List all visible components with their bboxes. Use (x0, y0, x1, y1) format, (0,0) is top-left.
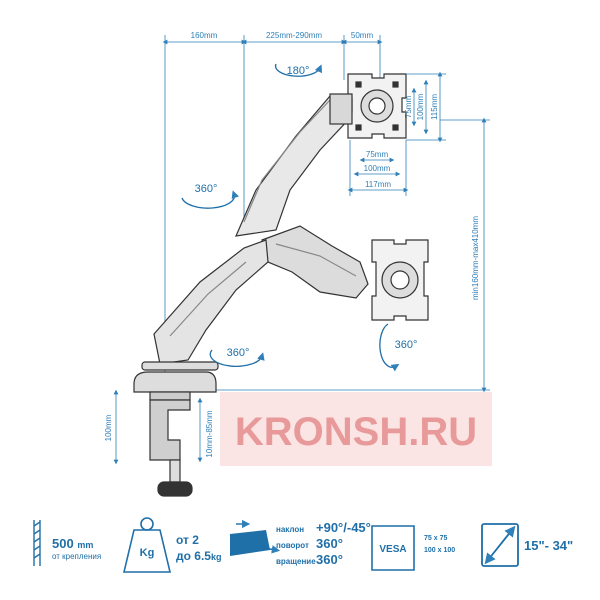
monitor-tilt-icon (230, 519, 281, 556)
plate-dimensions (347, 71, 446, 196)
dim-height-range: min160mm-max410mm (471, 216, 480, 300)
weight-from: от 2 (176, 533, 199, 547)
swivel-value: 360° (316, 536, 343, 551)
arm-base-section (153, 239, 269, 365)
rotation-label-top: 180° (287, 65, 310, 77)
arm-lower (261, 225, 369, 299)
watermark-band (220, 392, 492, 466)
watermark-text: KRONSH.RU (235, 410, 477, 454)
mount-distance-value: 500 mm (52, 536, 93, 551)
arm-upper (235, 93, 353, 237)
dim-160: 160mm (191, 31, 218, 40)
clamp-dimensions (113, 389, 203, 465)
rotation-arrow-top (274, 63, 322, 77)
rotation-label-base: 360° (227, 347, 250, 359)
swivel-label: поворот (276, 541, 309, 550)
base-clamp (133, 361, 219, 497)
dim-plate-100: 100mm (364, 164, 391, 173)
vesa-icon-text: VESA (379, 544, 406, 555)
weight-to-unit: kg (210, 552, 222, 562)
dim-clamp-100: 100mm (104, 414, 113, 441)
dim-side-115: 115mm (430, 94, 439, 120)
screen-size-icon (481, 523, 519, 567)
rotation-arrow-left (181, 190, 239, 209)
dim-plate-117: 117mm (365, 180, 391, 189)
vesa-icon (371, 525, 415, 571)
rotation-arrow-plate (379, 323, 400, 372)
height-dimension (200, 117, 490, 393)
mount-distance-number: 500 (52, 536, 74, 551)
spec-bar: 500 mm от крепления от 2 до 6.5kg наклон… (0, 505, 600, 600)
vesa-plate-upper (347, 73, 407, 139)
mount-distance-unit: mm (77, 540, 94, 550)
dim-side-75: 75mm (404, 96, 413, 119)
dim-50: 50mm (351, 31, 374, 40)
dim-side-100: 100mm (416, 93, 425, 120)
weight-to-value: до 6.5 (176, 549, 211, 563)
rotate-label: вращение (276, 557, 316, 566)
weight-to: до 6.5kg (176, 549, 221, 563)
mount-distance-caption: от крепления (52, 552, 102, 561)
dim-clamp-thickness: 10mm-85mm (205, 410, 214, 457)
rotation-label-plate: 360° (395, 339, 418, 351)
weight-icon (122, 517, 172, 573)
rotate-value: 360° (316, 552, 343, 567)
dim-225-290: 225mm-290mm (266, 31, 322, 40)
vesa-plate-lower (371, 239, 429, 321)
dim-plate-75: 75mm (366, 150, 389, 159)
weight-icon-text: Kg (140, 547, 155, 559)
rotation-arrow-base (209, 349, 265, 367)
tilt-label: наклон (276, 525, 305, 534)
mount-icon (33, 520, 41, 566)
vesa-small: 75 x 75 (424, 535, 448, 542)
vesa-large: 100 x 100 (424, 547, 456, 554)
rotation-label-left: 360° (195, 183, 218, 195)
screen-size-range: 15"- 34" (524, 538, 574, 553)
tilt-value: +90°/-45° (316, 520, 371, 535)
